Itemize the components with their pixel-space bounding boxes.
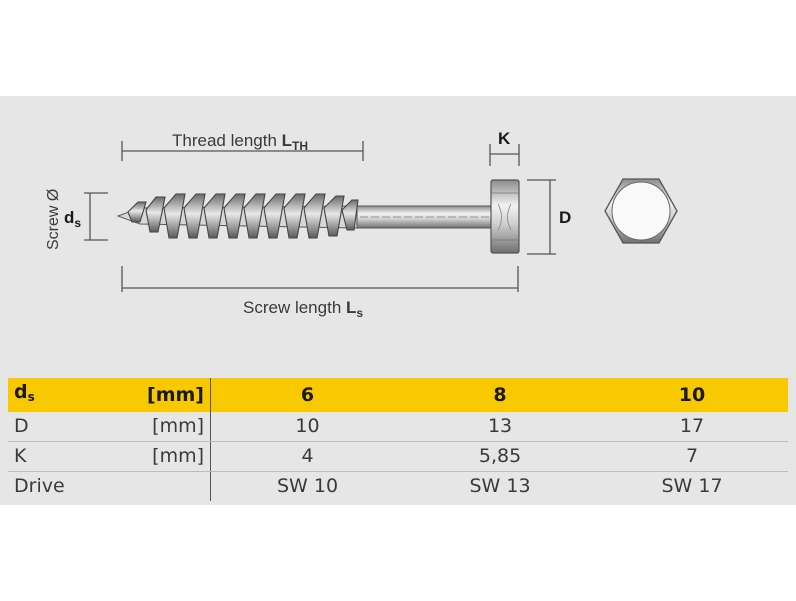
thread-length-dimension (121, 141, 364, 161)
table-header-row: ds [mm] 6 8 10 (8, 378, 788, 412)
header-unit: [mm] (74, 378, 211, 412)
row-value: SW 17 (661, 475, 723, 497)
row-value: SW 10 (276, 475, 339, 497)
spec-table: ds [mm] 6 8 10 D [mm] 10 13 17 K [mm] 4 … (8, 378, 788, 501)
thread-ridges (127, 193, 359, 239)
d-dimension (527, 179, 556, 255)
row-unit (74, 471, 211, 501)
header-value: 6 (210, 378, 405, 412)
ds-label: ds (64, 208, 81, 230)
table-row: Drive SW 10 SW 13 SW 17 (8, 471, 788, 501)
table-row: D [mm] 10 13 17 (8, 412, 788, 442)
row-unit: [mm] (74, 412, 211, 442)
screw-diameter-label: Screw Ø (45, 189, 62, 250)
d-label: D (559, 208, 571, 227)
header-value: 10 (596, 378, 788, 412)
header-param: ds (8, 378, 74, 412)
hex-head-top-view (604, 178, 678, 244)
k-label: K (498, 129, 511, 148)
row-param: Drive (14, 475, 65, 497)
row-value: 13 (404, 412, 597, 442)
row-value: SW 13 (469, 475, 531, 497)
table-row: K [mm] 4 5,85 7 (8, 441, 788, 472)
row-value: 10 (210, 412, 405, 442)
ds-dimension (84, 192, 108, 241)
screw-length-dimension (121, 266, 519, 292)
row-value: 4 (210, 441, 405, 472)
row-value: 7 (596, 441, 788, 472)
row-value: 17 (596, 412, 788, 442)
row-unit: [mm] (74, 441, 211, 472)
screw-diagram: Thread length LTH K Screw Ø ds (45, 129, 678, 320)
screw-length-label: Screw length Ls (243, 298, 363, 320)
screw (116, 179, 520, 254)
row-param: D (8, 412, 74, 442)
k-dimension (489, 144, 520, 166)
row-param: K (8, 441, 74, 472)
header-value: 8 (404, 378, 597, 412)
thread-length-label: Thread length LTH (172, 131, 308, 153)
row-value: 5,85 (404, 441, 597, 472)
